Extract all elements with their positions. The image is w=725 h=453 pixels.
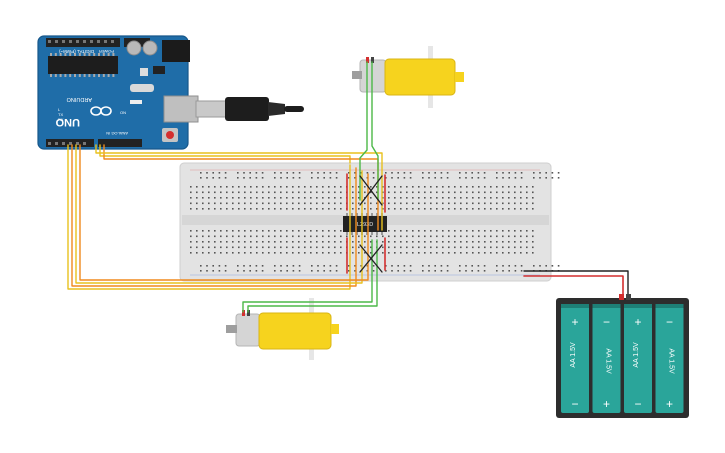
analog-pins-label: ANALOG IN <box>106 131 128 136</box>
l293d-label: L293D <box>357 222 373 228</box>
wire-green <box>359 61 368 201</box>
battery-cell: − + AA 1.5V <box>592 304 621 413</box>
rx-led-label: RX <box>58 117 64 122</box>
arduino-model-label: UNO <box>55 116 80 128</box>
on-led-label: ON <box>120 110 126 115</box>
battery-cell: + − AA 1.5V <box>624 304 652 413</box>
wire-green <box>242 239 373 313</box>
wire-orange <box>79 144 369 281</box>
breadboard-bottom-power-rails <box>200 265 560 272</box>
usb-port[interactable] <box>163 95 199 123</box>
wire-black <box>359 175 383 206</box>
cell-bottom-sign: − <box>634 397 641 411</box>
wires <box>67 61 629 313</box>
wire-yellow <box>67 144 351 290</box>
cell-top-sign: + <box>634 315 641 329</box>
arduino-brand-label: ARDUINO <box>66 96 92 102</box>
cell-bottom-sign: − <box>571 397 578 411</box>
cell-label: AA 1.5V <box>605 348 612 374</box>
arduino-uno-board[interactable]: ARDUINO UNO DIGITAL (PWM~) POWER ANALOG … <box>37 35 199 150</box>
cell-label: AA 1.5V <box>633 342 640 368</box>
tx-led-label: TX <box>58 112 63 117</box>
power-jack[interactable] <box>162 40 190 62</box>
wire-green <box>247 239 378 313</box>
battery-cell: + − AA 1.5V <box>561 304 589 413</box>
cell-label: AA 1.5V <box>668 348 675 374</box>
breadboard-main-area-top <box>190 186 534 210</box>
wire-yellow <box>75 144 363 284</box>
cell-bottom-sign: + <box>666 397 673 411</box>
l-led-label: L <box>58 107 61 112</box>
cell-bottom-sign: + <box>603 397 610 411</box>
power-pins-label: POWER <box>99 49 114 54</box>
wire-black <box>523 270 629 299</box>
wire-orange <box>71 144 357 287</box>
arduino-logo-icon <box>90 106 112 116</box>
digital-pins-label: DIGITAL (PWM~) <box>59 49 94 54</box>
cell-top-sign: − <box>603 315 610 329</box>
dc-motor-top[interactable] <box>352 46 464 108</box>
atmega-chip <box>48 56 118 74</box>
usb-cable[interactable] <box>195 97 304 121</box>
cell-top-sign: + <box>571 315 578 329</box>
dc-motor-bottom[interactable] <box>226 298 339 360</box>
battery-pack-4xAA[interactable]: + − AA 1.5V − + AA 1.5V + − AA 1.5V − + AA 1.5V <box>556 294 689 418</box>
battery-cell: − + AA 1.5V <box>655 304 684 413</box>
breadboard-top-power-rails <box>200 172 560 179</box>
wire-green <box>371 61 379 201</box>
wire-red <box>523 275 624 299</box>
wire-yellow <box>95 144 383 231</box>
wire-black <box>359 244 383 273</box>
cell-label: AA 1.5V <box>570 342 577 368</box>
cell-top-sign: − <box>666 315 673 329</box>
